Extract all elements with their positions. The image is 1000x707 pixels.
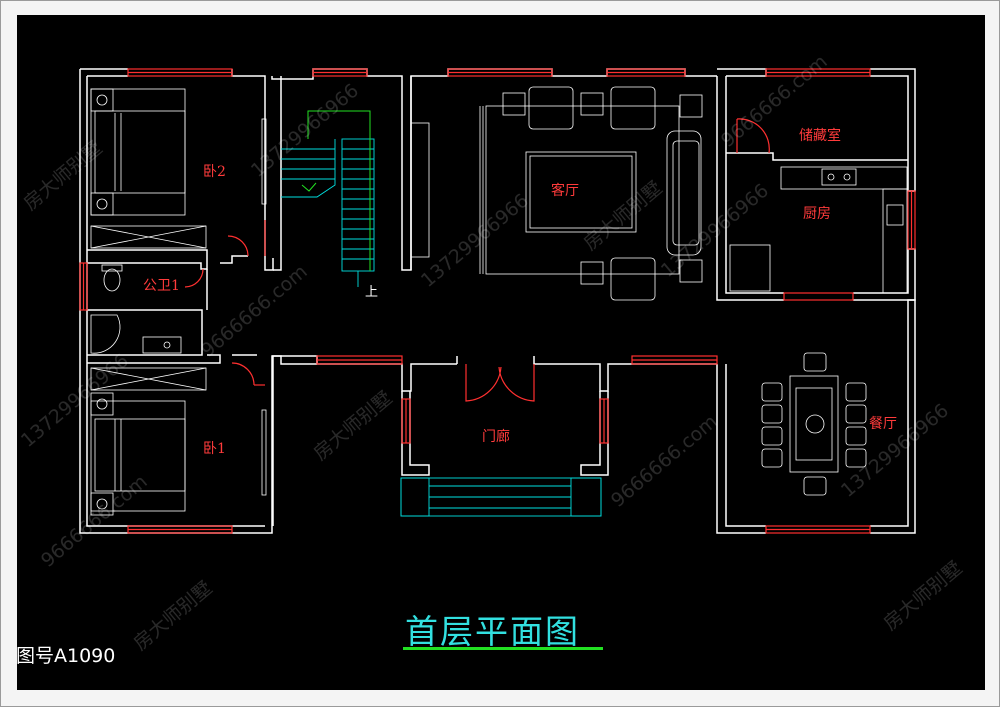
cad-canvas: 13729966966 13729966966 13729966966 1372… (17, 15, 985, 690)
windows (79, 68, 916, 534)
label-kitchen: 厨房 (803, 206, 831, 222)
label-bedroom2: 卧2 (203, 164, 226, 180)
label-storage-room: 储藏室 (799, 128, 841, 144)
drawing-number: 图号A1090 (16, 645, 116, 667)
floor-plan (79, 68, 916, 534)
stairs (281, 138, 602, 517)
label-entrance-hall: 门廊 (482, 429, 510, 445)
title-underline (403, 647, 603, 650)
furniture (90, 86, 908, 516)
label-bedroom1: 卧1 (203, 441, 226, 457)
label-stair-up: 上 (365, 285, 379, 300)
stair-arrow (301, 110, 371, 271)
label-bathroom1: 公卫1 (143, 278, 180, 294)
plan-title: 首层平面图 (405, 612, 580, 651)
label-living-room: 客厅 (551, 183, 579, 199)
label-dining-room: 餐厅 (869, 416, 897, 432)
